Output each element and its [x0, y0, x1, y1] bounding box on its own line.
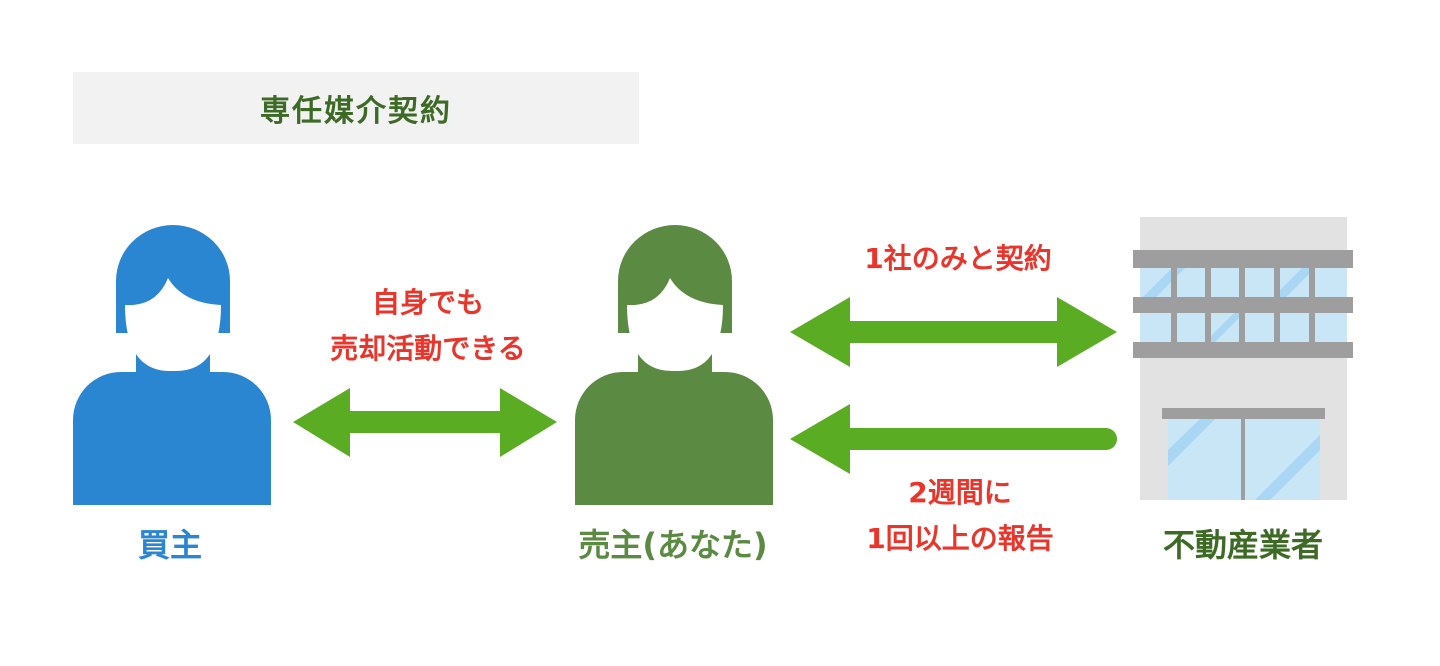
report-arrow [790, 404, 1117, 474]
buyer-label: 買主 [137, 526, 203, 564]
note-line: 売却活動できる [330, 332, 526, 365]
buyer-seller-double-arrow [293, 388, 557, 457]
note-line: 2週間に [908, 476, 1012, 509]
seller-person-icon [575, 225, 773, 505]
page-title: 専任媒介契約 [73, 72, 639, 144]
report-note: 2週間に 1回以上の報告 [866, 470, 1053, 562]
buyer-person-icon [73, 225, 271, 505]
contract-note: 1社のみと契約 [864, 242, 1052, 275]
seller-label: 売主(あなた) [578, 526, 768, 564]
contract-double-arrow [790, 297, 1117, 367]
buyer-seller-note: 自身でも 売却活動できる [330, 280, 525, 372]
note-line: 1回以上の報告 [866, 522, 1054, 555]
note-line: 自身でも [371, 286, 485, 319]
agent-label: 不動産業者 [1162, 526, 1324, 564]
real-estate-building-icon [1133, 217, 1353, 500]
